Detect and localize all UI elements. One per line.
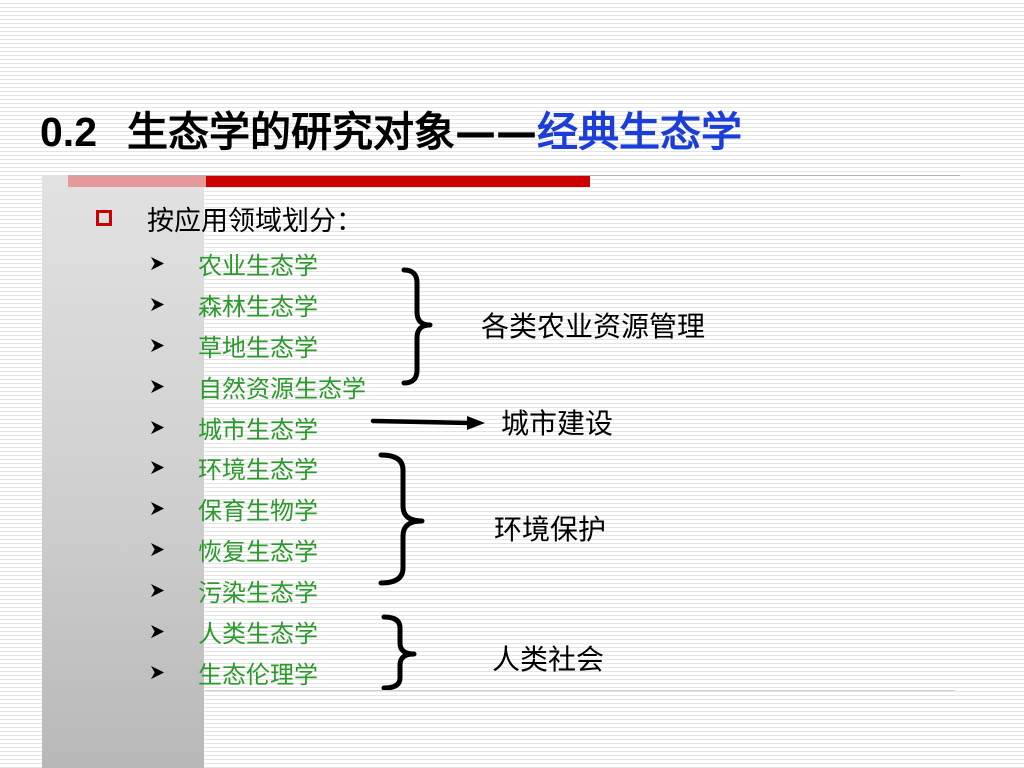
title-underline-red-segment bbox=[206, 176, 590, 187]
title-highlight: 经典生态学 bbox=[537, 108, 742, 156]
list-item: 恢复生态学 bbox=[150, 529, 366, 570]
brace-agriculture-icon bbox=[401, 267, 433, 386]
arrow-bullet-icon bbox=[150, 543, 165, 557]
list-item: 森林生态学 bbox=[150, 284, 366, 325]
arrow-bullet-icon bbox=[150, 461, 165, 475]
item-text: 生态伦理学 bbox=[198, 660, 318, 689]
group-label-agriculture: 各类农业资源管理 bbox=[481, 310, 706, 343]
item-text: 森林生态学 bbox=[198, 292, 318, 321]
list-item: 生态伦理学 bbox=[150, 652, 366, 693]
arrow-urban-line bbox=[370, 418, 473, 426]
arrow-bullet-icon bbox=[150, 338, 165, 352]
arrow-urban-head-icon bbox=[467, 416, 485, 430]
list-item: 人类生态学 bbox=[150, 611, 366, 652]
item-list: 农业生态学 森林生态学 草地生态学 自然资源生态学 城市生态学 环境生态学 保育… bbox=[150, 243, 366, 693]
list-item: 农业生态学 bbox=[150, 243, 366, 284]
heading-row: 按应用领域划分： bbox=[96, 199, 363, 237]
list-item: 污染生态学 bbox=[150, 570, 366, 611]
list-item: 环境生态学 bbox=[150, 447, 366, 488]
item-text: 城市生态学 bbox=[198, 415, 318, 444]
item-text: 自然资源生态学 bbox=[198, 374, 366, 403]
brace-human-icon bbox=[381, 614, 417, 691]
arrow-bullet-icon bbox=[150, 297, 165, 311]
arrow-bullet-icon bbox=[150, 420, 165, 434]
brace-environment-icon bbox=[378, 452, 425, 586]
arrow-bullet-icon bbox=[150, 379, 165, 393]
square-bullet-icon bbox=[96, 210, 112, 226]
item-text: 农业生态学 bbox=[198, 251, 318, 280]
item-text: 恢复生态学 bbox=[198, 538, 318, 567]
item-text: 保育生物学 bbox=[198, 497, 318, 526]
arrow-bullet-icon bbox=[150, 502, 165, 516]
item-text: 环境生态学 bbox=[198, 456, 318, 485]
list-item: 自然资源生态学 bbox=[150, 366, 366, 407]
title-underline bbox=[68, 175, 960, 176]
slide-title: 0.2 生态学的研究对象——经典生态学 bbox=[40, 102, 742, 162]
item-text: 污染生态学 bbox=[198, 579, 318, 608]
heading-text: 按应用领域划分： bbox=[147, 205, 363, 237]
group-label-environment: 环境保护 bbox=[494, 513, 607, 546]
arrow-bullet-icon bbox=[150, 584, 165, 598]
item-text: 草地生态学 bbox=[198, 333, 318, 362]
title-underline-pink-segment bbox=[68, 176, 206, 187]
list-item: 保育生物学 bbox=[150, 488, 366, 529]
item-text: 人类生态学 bbox=[198, 619, 318, 648]
bottom-rule bbox=[205, 690, 955, 691]
list-item: 草地生态学 bbox=[150, 325, 366, 366]
arrow-bullet-icon bbox=[150, 256, 165, 270]
group-label-urban: 城市建设 bbox=[501, 407, 614, 440]
title-number: 0.2 bbox=[40, 109, 97, 155]
arrow-bullet-icon bbox=[150, 665, 165, 679]
arrow-bullet-icon bbox=[150, 624, 165, 639]
side-decor-panel bbox=[42, 175, 204, 768]
group-label-human: 人类社会 bbox=[492, 643, 605, 676]
title-main: 生态学的研究对象—— bbox=[127, 108, 537, 156]
list-item: 城市生态学 bbox=[150, 407, 366, 448]
